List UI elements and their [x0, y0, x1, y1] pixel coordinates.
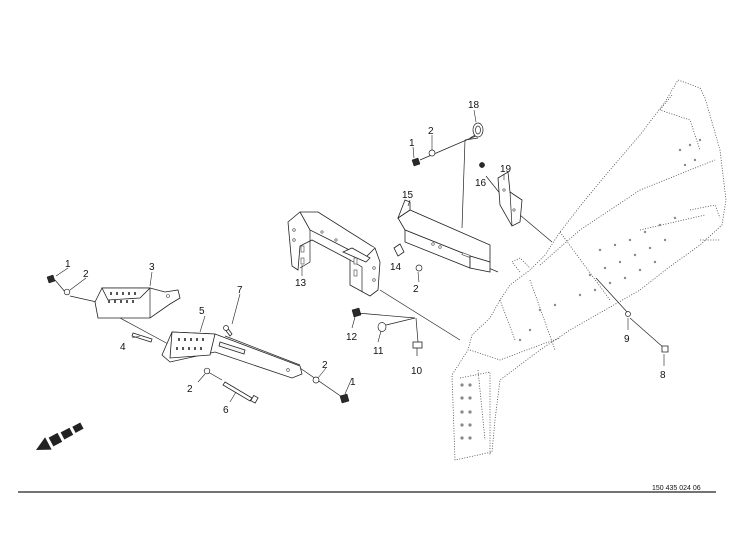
callout-19: 19 [500, 164, 512, 175]
nut-16 [479, 162, 485, 168]
washer-2-top [428, 149, 436, 157]
callout-13: 13 [295, 278, 307, 289]
document-number: 150 435 024 06 [652, 485, 701, 492]
part-3-step-bracket [94, 287, 181, 319]
callout-8: 8 [660, 370, 666, 381]
nut-1-left [46, 274, 56, 284]
callout-1-lower: 1 [350, 377, 356, 388]
callout-18: 18 [468, 100, 480, 111]
callout-1-left: 1 [65, 259, 71, 270]
callout-2-left: 2 [83, 269, 89, 280]
callout-16: 16 [475, 178, 487, 189]
callout-labels: 18 1 2 19 16 15 14 2 13 1 2 3 4 5 7 12 1… [65, 100, 666, 416]
frame-holes [460, 138, 702, 440]
callout-5: 5 [199, 306, 205, 317]
washer-9 [625, 311, 631, 317]
machine-frame [451, 79, 727, 461]
callout-3: 3 [149, 262, 155, 273]
washer-11 [377, 322, 387, 332]
part-7-bolt [223, 325, 233, 337]
callout-15: 15 [402, 190, 414, 201]
callout-leaders [55, 109, 665, 403]
fasteners [46, 149, 631, 404]
part-15-bracket [397, 199, 491, 273]
callout-2-lower: 2 [187, 384, 193, 395]
washer-2-mid [415, 264, 423, 272]
callout-6: 6 [223, 405, 229, 416]
part-5-footplate [161, 331, 303, 379]
callout-10: 10 [411, 366, 423, 377]
callout-2-top: 2 [428, 126, 434, 137]
callout-1-top: 1 [409, 138, 415, 149]
nut-1-top [411, 157, 421, 167]
nut-12 [351, 307, 362, 318]
part-19-angle-bracket [497, 171, 523, 227]
part-6-bolt [222, 381, 259, 404]
washer-2-right [312, 376, 320, 384]
callout-2-right: 2 [322, 360, 328, 371]
callout-11: 11 [373, 346, 384, 357]
callout-14: 14 [390, 262, 402, 273]
direction-arrow-icon [36, 422, 84, 450]
part-18-eye-bolt [469, 122, 484, 139]
part-8-bolt [661, 345, 669, 353]
part-10-bolt [412, 341, 423, 356]
callout-12: 12 [346, 332, 358, 343]
callout-7: 7 [237, 285, 243, 296]
callout-9: 9 [624, 334, 630, 345]
nut-1-lower [339, 393, 350, 404]
part-4-pin [131, 332, 153, 343]
part-14-bolt [393, 243, 405, 257]
washer-2-left [63, 288, 71, 296]
washer-2-lower [203, 367, 211, 375]
callout-2-mid: 2 [413, 284, 419, 295]
callout-4: 4 [120, 342, 126, 353]
part-13-mounting-bracket [287, 211, 381, 297]
